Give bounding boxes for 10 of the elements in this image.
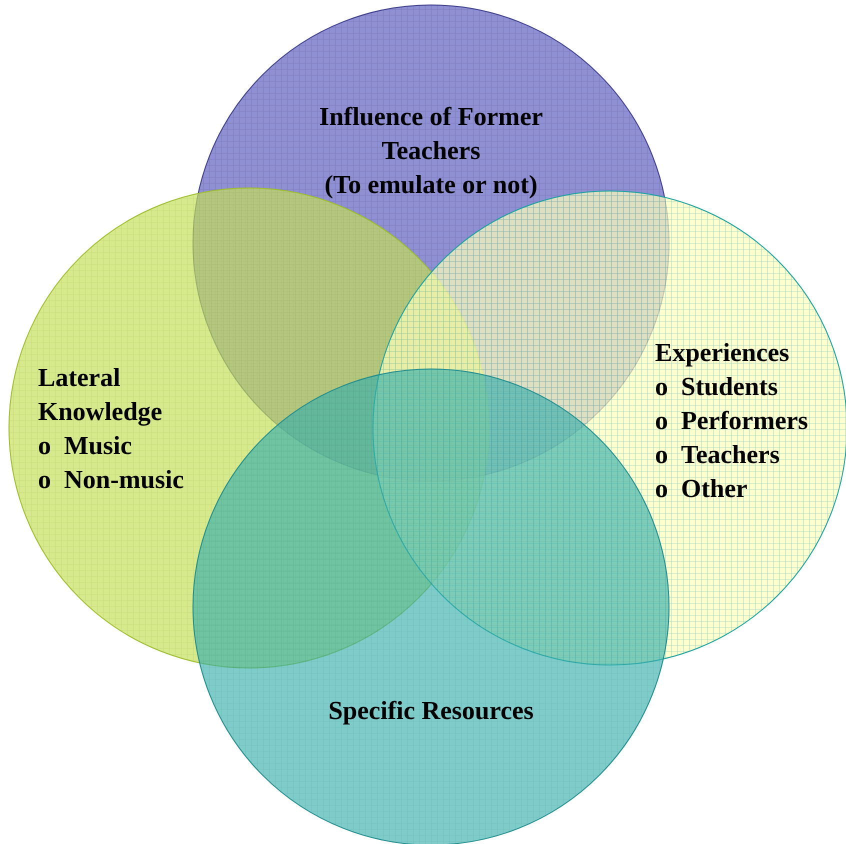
list-item: o Performers [655, 405, 808, 437]
list-item: o Students [655, 371, 778, 403]
circle-heading: Specific Resources [328, 695, 534, 727]
list-item: o Teachers [655, 439, 780, 471]
circle-heading: Experiences [655, 337, 790, 369]
circle-subheading: (To emulate or not) [324, 169, 538, 201]
circle-heading: Influence of Former Teachers [318, 101, 544, 167]
list-item: o Other [655, 473, 748, 505]
list-item: o Non-music [38, 464, 184, 496]
list-item: o Music [38, 430, 132, 462]
